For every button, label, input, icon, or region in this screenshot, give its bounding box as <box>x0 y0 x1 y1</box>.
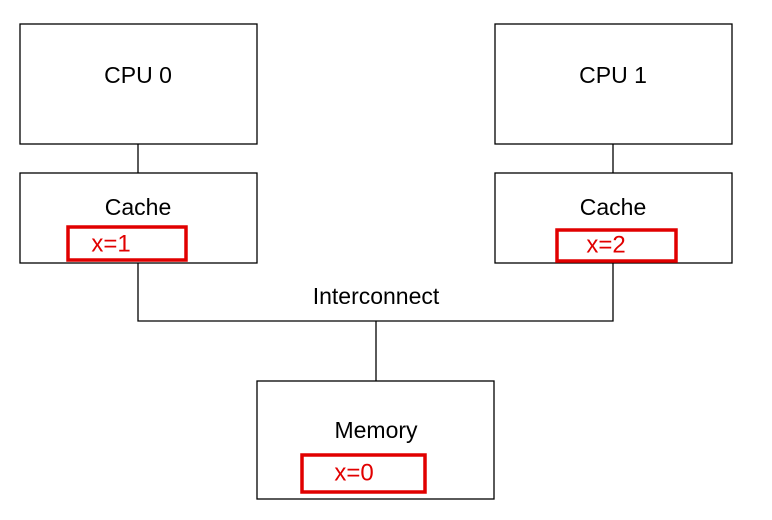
cache-1-node: Cache x=2 <box>494 172 733 264</box>
memory-value: x=0 <box>334 459 373 486</box>
cache-1-value: x=2 <box>586 231 625 258</box>
cpu-0-label: CPU 0 <box>104 62 172 88</box>
cpu-0-box <box>19 23 258 145</box>
memory-value-box <box>300 453 427 494</box>
cpu-1-node: CPU 1 <box>494 23 733 145</box>
cache-0-node: Cache x=1 <box>19 172 258 264</box>
cache-0-label: Cache <box>105 194 171 220</box>
cache-0-value: x=1 <box>91 230 130 257</box>
cpu-1-label: CPU 1 <box>579 62 647 88</box>
cpu-0-node: CPU 0 <box>19 23 258 145</box>
memory-label: Memory <box>334 417 418 443</box>
interconnect-label: Interconnect <box>313 283 440 309</box>
cache-0-value-box <box>66 225 188 262</box>
cache-1-label: Cache <box>580 194 646 220</box>
cpu-1-box <box>494 23 733 145</box>
cache-1-value-box <box>555 228 678 263</box>
memory-node: Memory x=0 <box>256 380 495 500</box>
